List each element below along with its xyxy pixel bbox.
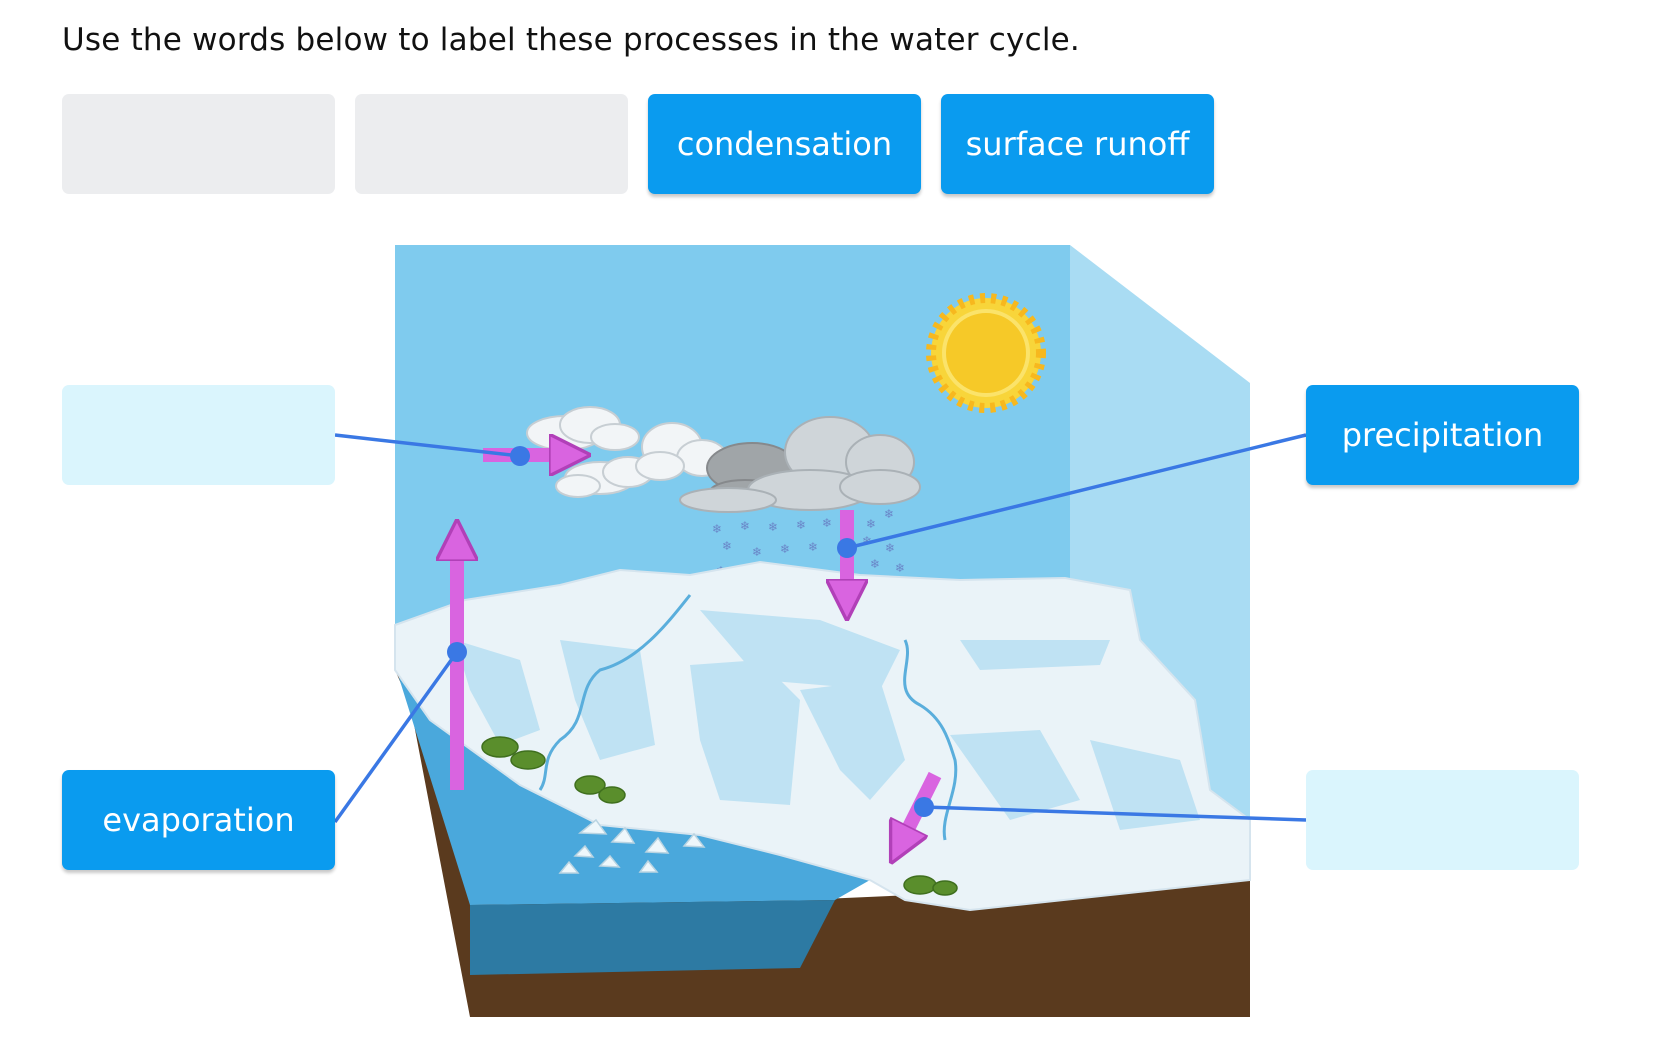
- svg-text:❄: ❄: [885, 541, 895, 555]
- word-bank-slot-1: [62, 94, 335, 194]
- precipitation-dot: [837, 538, 857, 558]
- sun-icon: [926, 293, 1046, 413]
- runoff-dot: [914, 797, 934, 817]
- svg-text:❄: ❄: [780, 542, 790, 556]
- svg-text:❄: ❄: [895, 561, 905, 575]
- svg-text:❄: ❄: [722, 539, 732, 553]
- svg-text:❄: ❄: [866, 517, 876, 531]
- svg-text:❄: ❄: [712, 522, 722, 536]
- svg-text:❄: ❄: [752, 545, 762, 559]
- svg-text:❄: ❄: [822, 516, 832, 530]
- svg-text:❄: ❄: [862, 534, 872, 548]
- leader-dots: [447, 446, 934, 817]
- sea-water: [395, 665, 870, 905]
- vegetation: [481, 736, 958, 896]
- condensation-dot: [510, 446, 530, 466]
- evaporation-tile[interactable]: evaporation: [62, 770, 335, 870]
- svg-text:❄: ❄: [768, 520, 778, 534]
- instruction-text: Use the words below to label these proce…: [62, 22, 1080, 58]
- evaporation-dot: [447, 642, 467, 662]
- svg-text:❄: ❄: [808, 540, 818, 554]
- surface-runoff-tile[interactable]: surface runoff: [941, 94, 1214, 194]
- word-bank-slot-2: [355, 94, 628, 194]
- svg-text:❄: ❄: [870, 557, 880, 571]
- meltwater-streams: [538, 594, 958, 841]
- condensation-tile[interactable]: condensation: [648, 94, 921, 194]
- svg-text:❄: ❄: [740, 519, 750, 533]
- condensation-drop-target[interactable]: [62, 385, 335, 485]
- sea-depth: [470, 900, 835, 975]
- cloud-group: [526, 406, 921, 513]
- precipitation-tile[interactable]: precipitation: [1306, 385, 1579, 485]
- svg-text:❄: ❄: [884, 507, 894, 521]
- icebergs: [558, 818, 706, 874]
- svg-text:❄: ❄: [796, 518, 806, 532]
- leader-lines: [333, 433, 1307, 824]
- runoff-drop-target[interactable]: [1306, 770, 1579, 870]
- ice-crevasses: [455, 610, 1200, 830]
